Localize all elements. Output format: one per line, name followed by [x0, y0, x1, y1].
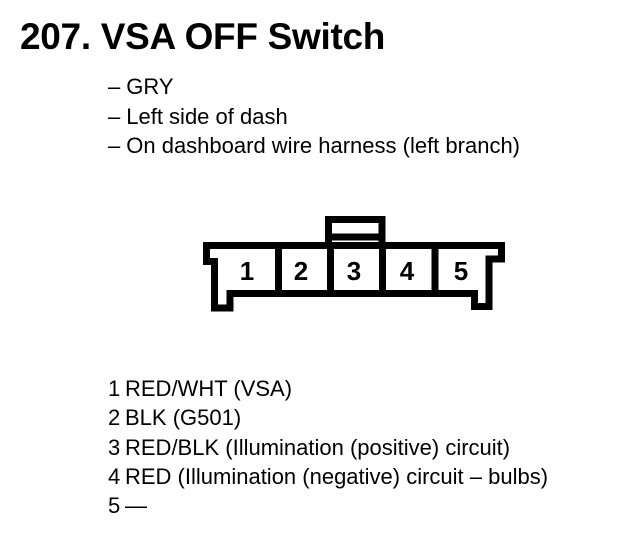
pin-number: 1: [240, 256, 254, 286]
pin-list-number: 2: [108, 405, 121, 431]
bullet-dash: –: [108, 74, 121, 99]
pin-list-number: 3: [108, 434, 121, 460]
pin-number: 4: [400, 256, 415, 286]
pin-row: 4 RED (Illumination (negative) circuit –…: [108, 462, 548, 491]
bullet-dash: –: [108, 133, 121, 158]
pin-list-number: 1: [108, 376, 121, 401]
pin-row: 1 RED/WHT (VSA): [108, 374, 548, 403]
pin-wire-description: RED/WHT (VSA): [125, 376, 293, 401]
pin-wire-description: RED (Illumination (negative) circuit – b…: [125, 463, 549, 489]
bullet-text: On dashboard wire harness (left branch): [126, 133, 521, 158]
page-title: 207. VSA OFF Switch: [20, 16, 386, 57]
pin-number: 2: [294, 256, 308, 286]
pin-wire-description: BLK (G501): [125, 405, 242, 431]
bullet-text: Left side of dash: [126, 103, 288, 129]
pin-row: 3 RED/BLK (Illumination (positive) circu…: [108, 433, 548, 462]
bullet-text: GRY: [126, 74, 174, 99]
pin-row: 5 —: [108, 491, 548, 520]
bullet-dash: –: [108, 103, 121, 129]
pin-assignment-list: 1 RED/WHT (VSA) 2 BLK (G501) 3 RED/BLK (…: [108, 374, 548, 520]
pin-number: 3: [347, 256, 361, 286]
list-item: –GRY: [108, 72, 520, 102]
list-item: –On dashboard wire harness (left branch): [108, 131, 520, 161]
list-item: –Left side of dash: [108, 102, 520, 132]
connector-info-list: –GRY –Left side of dash –On dashboard wi…: [108, 72, 520, 161]
pin-number: 5: [454, 256, 468, 286]
pin-wire-description: RED/BLK (Illumination (positive) circuit…: [125, 434, 511, 460]
pin-list-number: 4: [108, 463, 121, 489]
pin-wire-description: —: [125, 493, 147, 519]
pin-list-number: 5: [108, 493, 121, 519]
pin-row: 2 BLK (G501): [108, 403, 548, 432]
